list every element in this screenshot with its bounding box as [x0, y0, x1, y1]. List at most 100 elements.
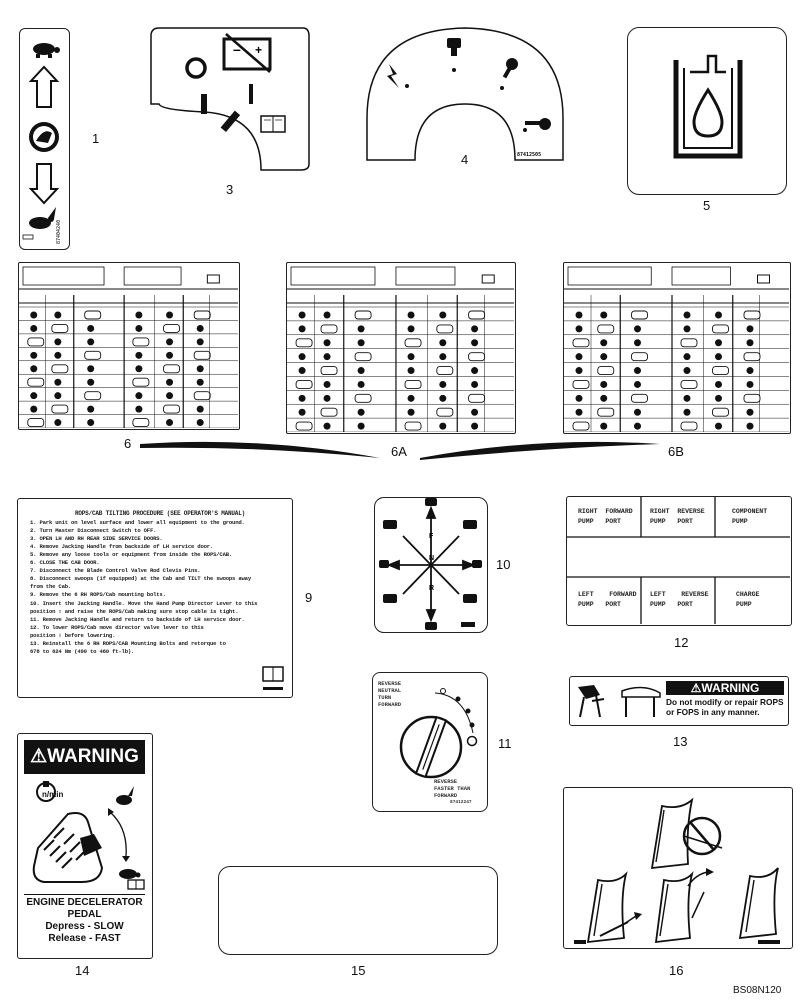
- engine-speed-unit: n/min: [42, 790, 64, 799]
- rops-line: 6. CLOSE THE CAB DOOR.: [30, 559, 100, 567]
- turtle-icon: [33, 43, 60, 58]
- fuse-pictogram: [51, 323, 69, 333]
- fuse-pictogram: [600, 394, 608, 402]
- fuse-pictogram: [634, 325, 641, 333]
- decal-15-blank-plate: [218, 866, 498, 955]
- fuse-pictogram: [404, 421, 422, 431]
- decelerator-pedal-pictogram: [32, 781, 145, 890]
- fuse-pictogram: [196, 338, 204, 346]
- fuse-pictogram: [135, 324, 143, 332]
- variant-swoosh-lines: [140, 441, 660, 460]
- fuse-pictogram: [680, 338, 698, 348]
- fuse-pictogram: [575, 367, 583, 375]
- engine-speed-icon: [36, 781, 56, 802]
- rops-line: 8. Disconnect swoops (if equipped) at th…: [30, 575, 251, 583]
- fuse-pictogram: [30, 324, 38, 332]
- callout-12: 12: [674, 635, 689, 650]
- fuse-pictogram: [572, 421, 590, 431]
- prohibition-icon: [682, 816, 723, 856]
- fuse-pictogram: [404, 379, 422, 389]
- fuse-pictogram: [746, 325, 754, 333]
- fuse-pictogram: [132, 418, 150, 428]
- rops-line: position ⇩ before lowering.: [30, 631, 116, 639]
- fuse-pictogram: [407, 408, 415, 416]
- fuse-pictogram: [680, 421, 698, 431]
- fuse-pictogram: [323, 394, 331, 402]
- fuse-pictogram: [295, 379, 313, 389]
- fuse-pictogram: [471, 408, 479, 416]
- fuse-pictogram: [471, 339, 479, 347]
- figure-reference: BS08N120: [733, 985, 782, 996]
- legend-box: [290, 266, 376, 286]
- pump-label-right-reverse: RIGHT REVERSE PUMP PORT: [650, 508, 705, 525]
- fuse-pictogram: [30, 365, 38, 373]
- fuse-pictogram: [715, 353, 722, 361]
- callout-11: 11: [498, 736, 512, 751]
- fuse-pictogram: [357, 339, 365, 347]
- legend-box: [671, 266, 731, 286]
- fuse-pictogram: [196, 365, 204, 373]
- fuse-pictogram: [743, 310, 761, 320]
- fuse-pictogram: [471, 367, 479, 375]
- fuse-pictogram: [87, 365, 95, 373]
- fuse-pictogram: [166, 392, 174, 400]
- callout-16: 16: [669, 963, 684, 978]
- warning-banner: ⚠WARNING: [666, 681, 784, 695]
- fuse-pictogram: [683, 367, 691, 375]
- decal-11-steering-mode-dial: [372, 672, 488, 812]
- rops-line: 4. Remove Jacking Handle from backside o…: [30, 543, 214, 551]
- rops-warning-text: Do not modify or repair ROPS or FOPS in …: [666, 697, 784, 717]
- fuse-pictogram: [407, 311, 415, 319]
- decal-14-decelerator-warning: ⚠WARNING n/min ENGINE DECELERATOR PEDAL …: [17, 733, 153, 959]
- throttle-decal-graphic: 87404240: [22, 43, 62, 244]
- fuse-pictogram: [471, 380, 479, 388]
- fuse-pictogram: [320, 407, 338, 417]
- fuse-pictogram: [166, 311, 174, 319]
- manual-book-icon: [481, 274, 495, 284]
- decal-9-rops-tilting-procedure: [17, 498, 293, 698]
- battery-icon: – +: [222, 33, 272, 73]
- fuse-pictogram: [631, 393, 648, 403]
- fuse-pictogram: [54, 392, 62, 400]
- fuse-pictogram: [323, 311, 331, 319]
- fuse-pictogram: [439, 422, 447, 430]
- fuse-pictogram: [575, 325, 583, 333]
- rops-line: 11. Remove Jacking Handle and return to …: [30, 615, 245, 623]
- fuse-pictogram: [30, 351, 38, 359]
- fuse-pictogram: [712, 324, 729, 334]
- callout-5: 5: [703, 198, 711, 213]
- fuse-pictogram: [298, 325, 306, 333]
- fuse-pictogram: [471, 422, 479, 430]
- svg-text:+: +: [255, 43, 262, 57]
- rops-line: 12. To lower ROPS/Cab move director valv…: [30, 623, 204, 631]
- fuse-pictogram: [407, 353, 415, 361]
- rops-line: 1. Park unit on level surface and lower …: [30, 519, 245, 527]
- hydraulic-fill-graphic: [673, 54, 743, 159]
- fuse-pictogram: [634, 339, 641, 347]
- fuse-pictogram: [163, 404, 180, 414]
- pump-label-left-reverse: LEFT REVERSE PUMP PORT: [650, 591, 709, 608]
- fuse-pictogram: [597, 366, 615, 376]
- fuse-pictogram: [683, 353, 691, 361]
- fuse-pictogram: [166, 351, 174, 359]
- fuse-pictogram: [27, 337, 45, 347]
- fuse-pictogram: [135, 311, 143, 319]
- rops-modify-pictogram: [578, 685, 661, 718]
- fuse-pictogram: [323, 380, 331, 388]
- legend-box: [22, 266, 105, 286]
- start-key-icon: [525, 118, 551, 130]
- fuse-pictogram: [634, 380, 641, 388]
- rops-line: 7. Disconnect the Blade Control Valve Ro…: [30, 567, 201, 575]
- fuse-pictogram: [354, 310, 372, 320]
- fuse-pictogram: [135, 405, 143, 413]
- fuse-pictogram: [196, 324, 204, 332]
- svg-text:R: R: [429, 585, 434, 592]
- fuse-pictogram: [323, 353, 331, 361]
- fuse-pictogram: [634, 367, 641, 375]
- dozer-icons: [379, 498, 482, 630]
- callout-13: 13: [673, 734, 688, 749]
- fuse-pictogram: [634, 422, 641, 430]
- fuse-pictogram: [575, 394, 583, 402]
